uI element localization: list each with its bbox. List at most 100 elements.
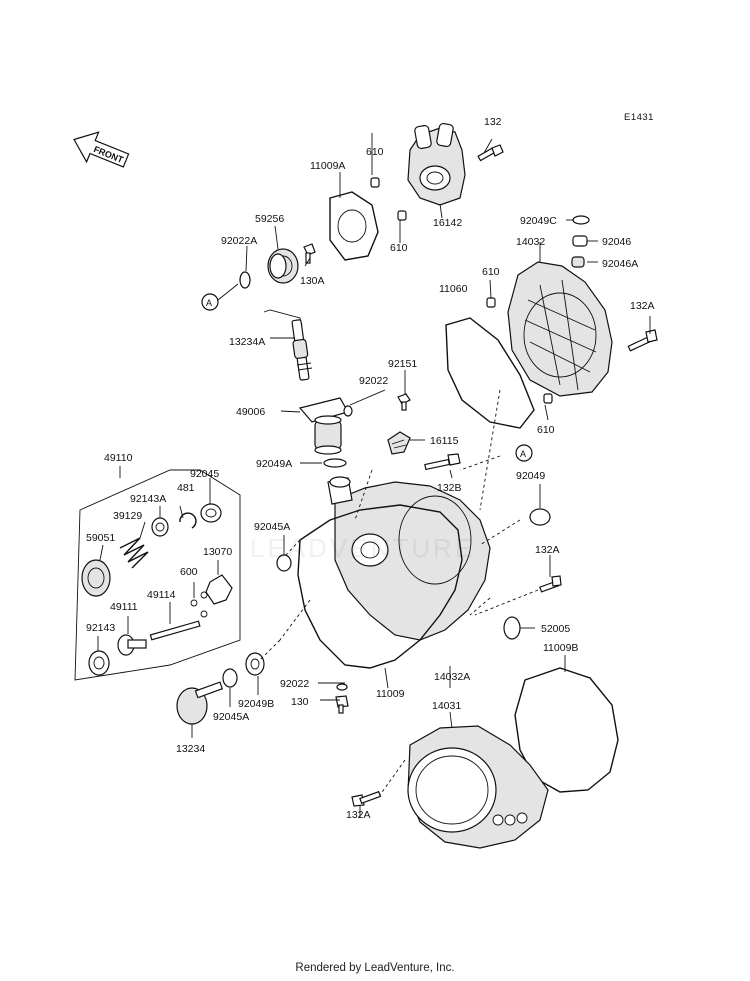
plug-16115 <box>387 431 411 455</box>
label-16115: 16115 <box>430 435 459 447</box>
label-92049c: 92049C <box>520 215 557 227</box>
bolt-130 <box>335 695 349 714</box>
dowel-pin-610-d <box>543 393 553 404</box>
clutch-cover-14032 <box>507 261 613 397</box>
spring-39129 <box>119 537 149 569</box>
label-92046: 92046 <box>602 236 631 248</box>
water-pump-housing <box>407 122 466 206</box>
label-92049: 92049 <box>516 470 545 482</box>
label-59256: 59256 <box>255 213 284 225</box>
shaft-49111 <box>117 634 147 656</box>
label-14032: 14032 <box>516 236 545 248</box>
kit-49110-outline <box>74 469 241 681</box>
gasket-11009 <box>297 504 463 669</box>
label-481: 481 <box>177 482 195 494</box>
pin-49114 <box>149 620 201 641</box>
rotor-13070 <box>205 574 233 605</box>
seal-92049a <box>323 458 347 468</box>
bearing-92045a-b <box>222 668 238 688</box>
gasket-11060 <box>445 317 535 429</box>
label-59051: 59051 <box>86 532 115 544</box>
front-arrow-icon: FRONT <box>73 131 130 168</box>
svg-text:A: A <box>520 449 526 459</box>
label-92022a: 92022A <box>221 235 257 247</box>
crankcase-cover-main <box>327 476 491 641</box>
label-132-top: 132 <box>484 116 502 128</box>
label-132a-c: 132A <box>346 809 371 821</box>
label-92046a: 92046A <box>602 258 638 270</box>
bolt-130a <box>303 243 316 264</box>
label-92022-a: 92022 <box>359 375 388 387</box>
seal-92049 <box>529 508 551 526</box>
ref-marker-a-left: A <box>201 293 219 311</box>
label-39129: 39129 <box>113 510 142 522</box>
label-11060: 11060 <box>439 283 468 295</box>
label-11009b: 11009B <box>543 642 578 654</box>
label-92143a: 92143A <box>130 493 166 505</box>
label-11009: 11009 <box>376 688 405 700</box>
ball-600 <box>190 599 198 607</box>
dowel-pin-610-a <box>370 177 380 188</box>
label-16142: 16142 <box>433 217 462 229</box>
svg-text:A: A <box>206 298 212 308</box>
cap-92046a <box>571 256 585 268</box>
label-49111: 49111 <box>110 601 138 613</box>
seal-92049b <box>245 652 265 676</box>
gear-59051 <box>81 559 111 597</box>
ref-marker-a-right: A <box>515 444 533 462</box>
label-610-b: 610 <box>390 242 408 254</box>
label-610-d: 610 <box>537 424 555 436</box>
washer-92022a <box>239 271 251 289</box>
label-92045-a: 92045 <box>190 468 219 480</box>
label-132b: 132B <box>437 482 462 494</box>
label-49114: 49114 <box>147 589 176 601</box>
seal-92045-a <box>200 503 222 523</box>
label-92151: 92151 <box>388 358 417 370</box>
part-labels: 132 11009A 610 610 16142 59256 92022A 13… <box>86 116 655 821</box>
gasket-11009a <box>329 191 379 261</box>
label-132a-b: 132A <box>535 544 560 556</box>
lever-49006 <box>298 397 349 455</box>
footer-credit: Rendered by LeadVenture, Inc. <box>295 962 455 974</box>
cap-92046 <box>572 235 588 247</box>
circlip-481 <box>179 512 197 529</box>
shaft-13234a <box>263 309 313 381</box>
label-49006: 49006 <box>236 406 265 418</box>
label-92049b: 92049B <box>238 698 274 710</box>
bolt-92151 <box>397 393 411 411</box>
label-13234: 13234 <box>176 743 205 755</box>
label-13070: 13070 <box>203 546 232 558</box>
gasket-11009b <box>514 667 619 793</box>
label-610-a: 610 <box>366 146 384 158</box>
label-132a-a: 132A <box>630 300 655 312</box>
label-92049a: 92049A <box>256 458 292 470</box>
bolt-132-top <box>477 144 504 162</box>
dowel-pin-610-c <box>486 297 496 308</box>
label-49110: 49110 <box>104 452 133 464</box>
washer-92143 <box>88 650 110 676</box>
label-130a: 130A <box>300 275 325 287</box>
label-130: 130 <box>291 696 309 708</box>
label-13234a: 13234A <box>229 336 265 348</box>
bolt-132a-upper <box>627 329 658 352</box>
cap-92049c <box>572 215 590 225</box>
label-92022-b: 92022 <box>280 678 309 690</box>
bolt-132b <box>424 453 461 471</box>
washer-92022-a <box>343 405 353 417</box>
label-52005: 52005 <box>541 623 570 635</box>
bolt-132a-mid <box>539 575 562 593</box>
label-92143: 92143 <box>86 622 115 634</box>
cover-14031 <box>407 725 549 849</box>
washer-92143a <box>151 517 169 537</box>
dowel-pin-610-b <box>397 210 407 221</box>
label-11009a: 11009A <box>310 160 345 172</box>
diagram-code: E1431 <box>624 112 654 123</box>
bolt-132a-lower <box>351 790 382 807</box>
label-92045a-b: 92045A <box>213 711 249 723</box>
gear-shaft-13234 <box>176 681 224 725</box>
watermark: LEADVENTURE <box>250 533 475 563</box>
label-14032a: 14032A <box>434 671 470 683</box>
label-600: 600 <box>180 566 198 578</box>
impeller-59256 <box>267 248 299 284</box>
